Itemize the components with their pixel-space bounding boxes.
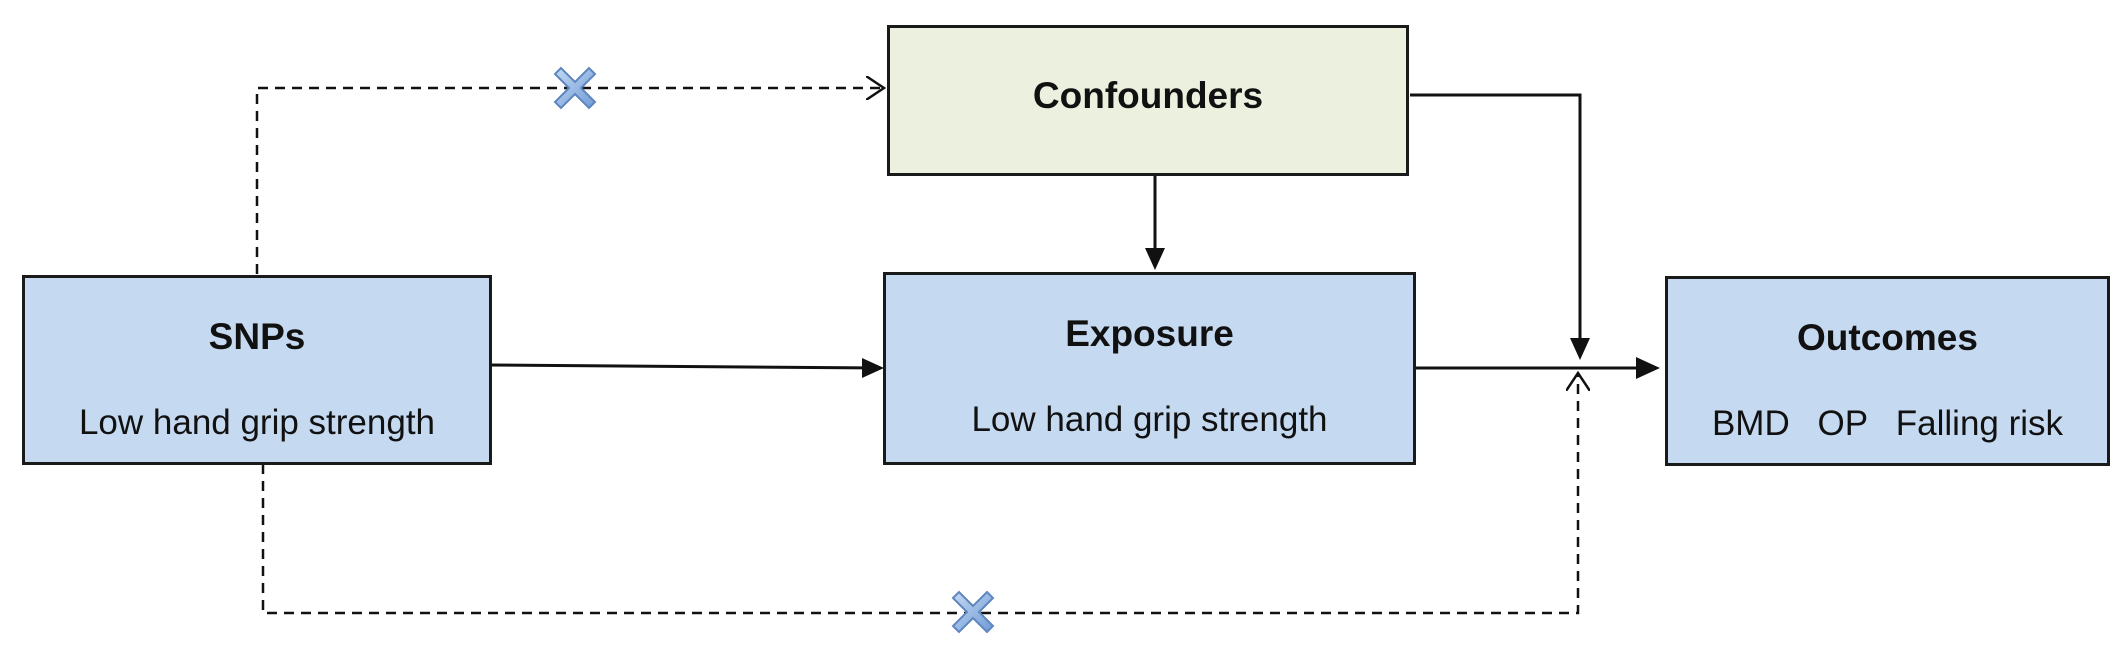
exposure-box: Exposure Low hand grip strength bbox=[883, 272, 1416, 465]
exposure-subtitle: Low hand grip strength bbox=[971, 400, 1328, 439]
x-cross-icon bbox=[553, 66, 597, 110]
exposure-to-outcomes-arrowhead bbox=[1636, 357, 1660, 379]
outcome-item-bmd: BMD bbox=[1711, 404, 1790, 443]
snps-subtitle: Low hand grip strength bbox=[78, 403, 436, 442]
confounders-title: Confounders bbox=[1032, 75, 1264, 116]
confounders-box: Confounders bbox=[887, 25, 1409, 176]
confounders-to-outcomes-arrowhead bbox=[1570, 338, 1590, 360]
snps-box: SNPs Low hand grip strength bbox=[22, 275, 492, 465]
confounders-to-outcomes-arrow bbox=[1410, 93, 1582, 340]
snps-to-exposure-arrowhead bbox=[862, 358, 884, 378]
outcomes-box: Outcomes BMD OP Falling risk bbox=[1665, 276, 2110, 466]
snps-to-outcomes-dashed-arrow bbox=[261, 373, 1578, 615]
snps-title: SNPs bbox=[208, 316, 306, 357]
outcomes-subtitle: BMD OP Falling risk bbox=[1668, 404, 2107, 444]
outcome-item-op: OP bbox=[1817, 404, 1869, 443]
exposure-title: Exposure bbox=[1065, 313, 1234, 354]
outcome-item-falling-risk: Falling risk bbox=[1895, 404, 2064, 443]
x-cross-icon bbox=[951, 590, 995, 634]
snps-to-confounders-dashed-arrow bbox=[255, 88, 884, 274]
snps-to-exposure-arrow bbox=[489, 362, 881, 373]
outcomes-title: Outcomes bbox=[1797, 317, 1978, 358]
confounders-to-exposure-arrowhead bbox=[1145, 248, 1165, 270]
